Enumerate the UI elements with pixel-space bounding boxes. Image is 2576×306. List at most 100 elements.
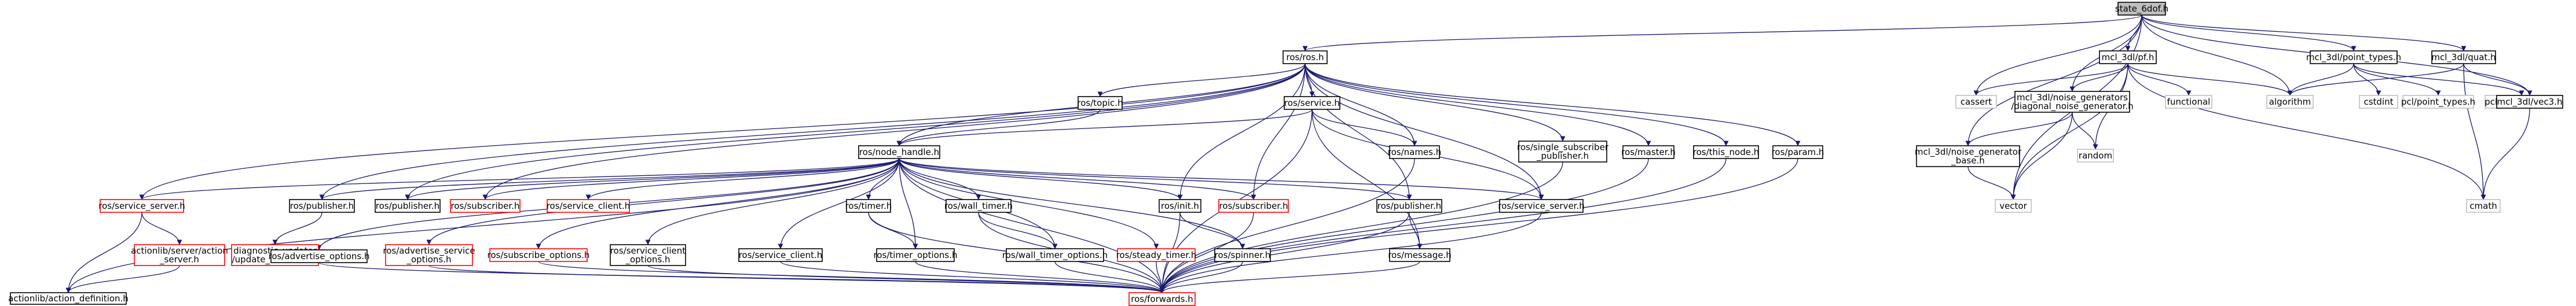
node-ros-publisher-h-a[interactable]: ros/publisher.h	[289, 199, 355, 213]
node-ros-names-h[interactable]: ros/names.h	[1388, 145, 1442, 159]
node-algorithm[interactable]: algorithm	[2266, 95, 2314, 109]
node-label: ros/single_subscriber	[1517, 142, 1609, 153]
edge-ros_service_h-to-ros_node_handle_h	[896, 109, 1313, 146]
node-random[interactable]: random	[2077, 149, 2114, 163]
node-box	[858, 145, 940, 159]
edge-mcl_3dl_pf_h-to-functional	[2127, 63, 2192, 96]
node-label: ros/steady_timer.h	[1116, 250, 1197, 261]
node-box	[450, 199, 521, 213]
node-cstdint[interactable]: cstdint	[2359, 95, 2398, 109]
node-ros-service-server-h-red[interactable]: ros/service_server.h	[98, 199, 185, 213]
node-ros-service-server-h[interactable]: ros/service_server.h	[1498, 199, 1585, 213]
node-box	[2014, 91, 2130, 113]
node-ros-publisher-h-b[interactable]: ros/publisher.h	[375, 199, 441, 213]
node-label: ros/wall_timer_options.h	[1002, 250, 1108, 261]
edge-ros_topic_h-to-ros_node_handle_h	[896, 109, 1101, 146]
node-mcl-3dl-quat-h[interactable]: mcl_3dl/quat.h	[2431, 50, 2496, 64]
edge-ros_service_h-to-ros_message_h	[1311, 109, 1423, 249]
node-cmath[interactable]: cmath	[2466, 199, 2501, 213]
edge-ros_wall_timer_options_h-to-ros_forwards_h	[1054, 261, 1165, 293]
edge-ros_subscribe_options_h-to-ros_forwards_h	[538, 261, 1165, 293]
node-mcl-3dl-pf-h[interactable]: mcl_3dl/pf.h	[2099, 50, 2157, 64]
node-cassert[interactable]: cassert	[1955, 95, 1997, 109]
node-ros-subscriber-h-red-a[interactable]: ros/subscriber.h	[450, 199, 521, 213]
node-ros-wall-timer-h[interactable]: ros/wall_timer.h	[944, 199, 1013, 213]
edge-ros_publisher_h_a-to-diagnostic_updater_update_functions_h	[272, 212, 323, 245]
node-box	[1117, 248, 1196, 262]
node-ros-forwards-h[interactable]: ros/forwards.h	[1128, 292, 1196, 306]
node-ros-subscriber-h-red-b[interactable]: ros/subscriber.h	[1218, 199, 1289, 213]
node-ros-service-client-options-h[interactable]: ros/service_client_options.h	[610, 244, 686, 266]
edge-ros_spinner_h-to-ros_forwards_h	[1159, 261, 1243, 293]
node-label: cmath	[2469, 201, 2497, 211]
node-box	[738, 248, 823, 262]
node-ros-this-node-h[interactable]: ros/this_node.h	[1693, 145, 1759, 159]
edge-state_6dof_h-to-cassert	[1973, 14, 2142, 96]
node-actionlib-server-action-server-h[interactable]: actionlib/server/action_server.h	[131, 244, 228, 266]
node-pcl-point-types-h[interactable]: pcl/point_types.h	[2401, 95, 2475, 109]
node-ros-spinner-h[interactable]: ros/spinner.h	[1214, 248, 1271, 262]
node-ros-master-h[interactable]: ros/master.h	[1621, 145, 1676, 159]
node-ros-advertise-options-h[interactable]: ros/advertise_options.h	[269, 249, 370, 263]
edge-ros_node_handle_h-to-ros_subscriber_h_red_a	[482, 158, 900, 200]
edge-ros_node_handle_h-to-ros_wall_timer_h	[899, 158, 981, 200]
node-label: ros/ros.h	[1287, 52, 1324, 62]
edge-ros_wall_timer_h-to-ros_wall_timer_options_h	[978, 212, 1058, 249]
node-ros-service-h[interactable]: ros/service.h	[1284, 96, 1340, 110]
node-box	[489, 248, 588, 262]
node-label: ros/service.h	[1284, 98, 1340, 108]
edge-ros_param_h-to-ros_forwards_h	[1159, 158, 1798, 293]
edge-ros_service_h-to-ros_names_h	[1311, 109, 1417, 146]
edge-ros_this_node_h-to-ros_forwards_h	[1159, 158, 1727, 293]
node-vector[interactable]: vector	[1995, 199, 2032, 213]
node-mcl-3dl-vec3-h[interactable]: mcl_3dl/vec3.h	[2496, 95, 2563, 109]
node-ros-wall-timer-options-h[interactable]: ros/wall_timer_options.h	[1002, 248, 1108, 262]
node-ros-steady-timer-h[interactable]: ros/steady_timer.h	[1116, 248, 1197, 262]
node-state-6dof-h[interactable]: state_6dof.h	[2115, 2, 2168, 16]
node-ros-ros-h[interactable]: ros/ros.h	[1282, 50, 1328, 64]
node-ros-node-handle-h[interactable]: ros/node_handle.h	[858, 145, 940, 159]
edge-ros_ros_h-to-ros_subscriber_h_red_a	[482, 63, 1306, 200]
node-label: ros/master.h	[1621, 147, 1676, 157]
node-box	[1078, 96, 1123, 110]
edge-ros_node_handle_h-to-ros_steady_timer_h	[899, 158, 1159, 249]
node-ros-single-subscriber-publisher-h[interactable]: ros/single_subscriber_publisher.h	[1517, 141, 1609, 163]
node-label: _server.h	[159, 255, 199, 266]
node-actionlib-action-definition-h[interactable]: actionlib/action_definition.h	[8, 292, 129, 305]
edge-ros_node_handle_h-to-ros_service_server_h_red	[139, 158, 900, 200]
edge-ros_advertise_options_h-to-ros_forwards_h	[318, 262, 1165, 293]
node-ros-service-client-h[interactable]: ros/service_client.h	[738, 248, 823, 262]
node-ros-subscribe-options-h[interactable]: ros/subscribe_options.h	[488, 248, 590, 262]
node-ros-advertise-service-options-h[interactable]: ros/advertise_service_options.h	[383, 244, 475, 266]
node-box	[846, 199, 891, 213]
node-ros-param-h[interactable]: ros/param.h	[1772, 145, 1824, 159]
node-ros-publisher-h-c[interactable]: ros/publisher.h	[1376, 199, 1442, 213]
node-ros-topic-h[interactable]: ros/topic.h	[1077, 96, 1123, 110]
node-mcl-3dl-point-types-h[interactable]: mcl_3dl/point_types.h	[2306, 50, 2401, 64]
node-box	[1376, 199, 1442, 213]
node-box	[1622, 145, 1674, 159]
edge-ros_node_handle_h-to-ros_publisher_h_a	[319, 158, 900, 200]
edge-ros_ros_h-to-ros_param_h	[1305, 63, 1801, 146]
node-label: mcl_3dl/pf.h	[2102, 52, 2154, 63]
node-label: ros/timer_options.h	[874, 250, 958, 261]
node-box	[2431, 50, 2496, 64]
node-functional[interactable]: functional	[2165, 95, 2212, 109]
node-ros-timer-options-h[interactable]: ros/timer_options.h	[874, 248, 958, 262]
node-box	[1995, 199, 2032, 213]
edge-ros_node_handle_h-to-ros_service_server_h	[899, 158, 1544, 200]
edge-ros_node_handle_h-to-ros_service_client_options_h	[645, 158, 900, 245]
node-label: ros/service_client.h	[739, 250, 823, 261]
node-ros-init-h[interactable]: ros/init.h	[1159, 199, 1201, 213]
edge-ros_ros_h-to-ros_publisher_h_b	[405, 63, 1306, 200]
node-ros-timer-h[interactable]: ros/timer.h	[845, 199, 892, 213]
node-box	[1282, 50, 1328, 64]
node-label: algorithm	[2269, 97, 2311, 107]
node-box	[876, 248, 955, 262]
edge-mcl_3dl_quat_h-to-algorithm	[2287, 63, 2464, 96]
node-ros-message-h[interactable]: ros/message.h	[1388, 248, 1452, 262]
node-label: pcl/point_types.h	[2401, 97, 2475, 108]
node-ros-service-client-h-red[interactable]: ros/service_client.h	[547, 199, 631, 213]
node-mcl-3dl-noise-gen-diag-h[interactable]: mcl_3dl/noise_generators/diagonal_noise_…	[2011, 91, 2134, 113]
node-mcl-3dl-noise-gen-base-h[interactable]: mcl_3dl/noise_generator_base.h	[1915, 145, 2022, 167]
